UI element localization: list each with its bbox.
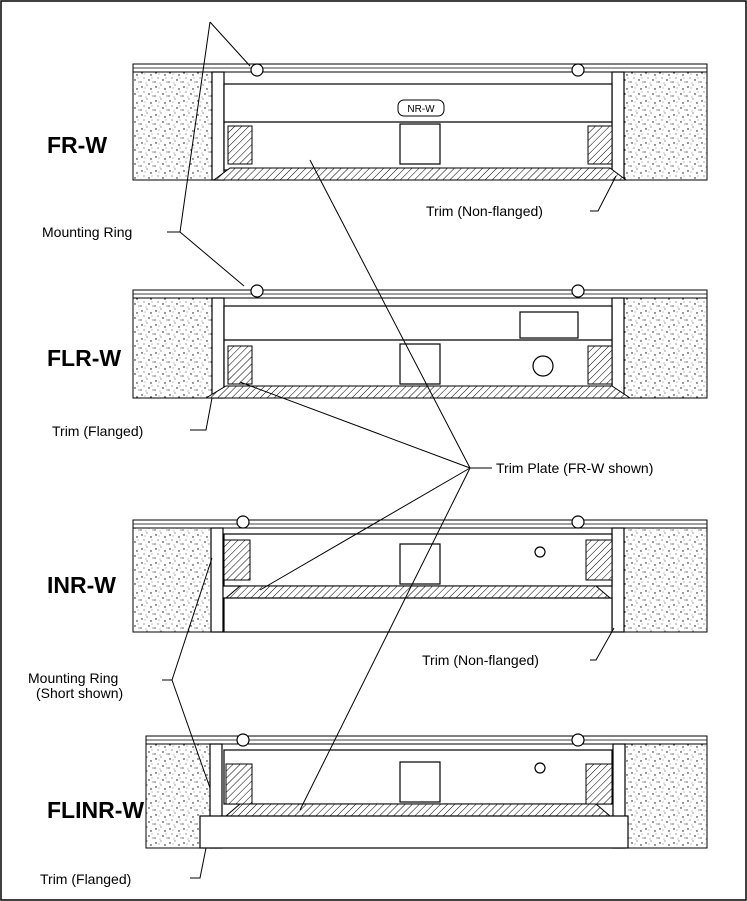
junction-knockout — [532, 355, 554, 377]
ceiling-left — [145, 743, 211, 849]
assembly-fr-w: NR-W — [132, 63, 708, 181]
trim-plate-flanged — [204, 385, 632, 399]
leader-lines — [162, 21, 617, 879]
callout-trim-non-flanged-top: Trim (Non-flanged) — [426, 203, 543, 219]
junction-knockout — [534, 762, 546, 774]
inset-trim-flanged — [199, 815, 629, 849]
mounting-ring-left — [211, 297, 225, 399]
spring-block-right — [587, 125, 613, 165]
mounting-ring-left — [211, 71, 225, 181]
callout-trim-flanged-top: Trim (Flanged) — [52, 423, 143, 439]
hinge-right — [571, 63, 585, 77]
spring-block-left — [227, 125, 253, 165]
center-bracket — [399, 343, 441, 385]
model-badge-text: NR-W — [407, 104, 435, 115]
callout-mounting-ring-short-line2: (Short shown) — [36, 685, 123, 701]
ceiling-left — [132, 527, 212, 633]
hinge-left — [250, 63, 264, 77]
spring-block-right — [585, 539, 613, 581]
ceiling-left — [132, 297, 214, 399]
hinge-left — [250, 284, 264, 298]
spring-block-right — [585, 763, 613, 805]
mounting-ring-left — [210, 527, 224, 633]
junction-box — [519, 311, 579, 339]
mounting-ring-right — [611, 297, 625, 399]
trim-plate — [224, 803, 612, 817]
ceiling-right — [622, 71, 708, 181]
ceiling-right — [622, 297, 708, 399]
hinge-right — [571, 515, 585, 529]
trim-plate — [224, 585, 612, 599]
hinge-left — [236, 515, 250, 529]
ceiling-right — [624, 743, 708, 849]
model-label-flinr-w: FLINR-W — [47, 797, 144, 823]
junction-knockout — [534, 546, 546, 558]
callout-trim-plate: Trim Plate (FR-W shown) — [496, 460, 653, 476]
model-badge — [397, 99, 445, 117]
hinge-right — [571, 733, 585, 747]
mounting-ring-right — [611, 527, 625, 633]
callout-mounting-ring-short-line1: Mounting Ring — [28, 670, 118, 686]
model-label-inr-w: INR-W — [47, 572, 116, 598]
hinge-right — [571, 284, 585, 298]
assembly-inr-w — [132, 515, 708, 633]
model-label-flr-w: FLR-W — [47, 345, 121, 371]
center-bracket — [399, 543, 441, 585]
callout-mounting-ring: Mounting Ring — [42, 224, 132, 240]
ceiling-right — [622, 527, 708, 633]
center-bracket — [399, 761, 441, 803]
callout-trim-flanged-bottom: Trim (Flanged) — [40, 871, 131, 887]
spring-block-left — [225, 763, 253, 805]
mounting-ring-right — [611, 71, 625, 181]
spring-block-left — [223, 539, 251, 581]
model-label-fr-w: FR-W — [47, 132, 107, 158]
spring-block-left — [227, 345, 253, 385]
center-bracket — [399, 123, 441, 165]
spring-block-right — [587, 345, 613, 385]
hinge-left — [236, 733, 250, 747]
trim-plate — [212, 167, 628, 181]
inset-trim — [223, 597, 613, 633]
callout-trim-non-flanged-bottom: Trim (Non-flanged) — [422, 652, 539, 668]
assembly-flinr-w — [145, 733, 708, 849]
assembly-flr-w — [132, 284, 708, 399]
